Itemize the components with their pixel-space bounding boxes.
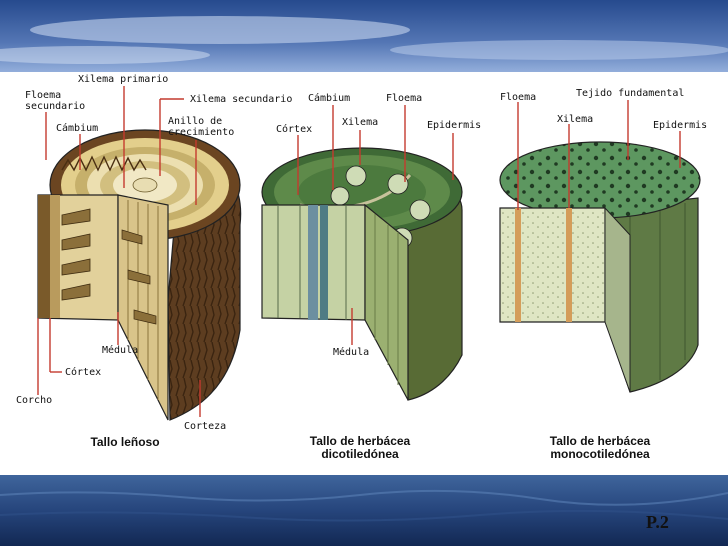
caption-monocot: Tallo de herbácea monocotiledónea <box>530 435 670 461</box>
dicot-stem-drawing <box>261 147 463 401</box>
label-xilema-secundario: Xilema secundario <box>190 94 293 105</box>
label-floema-secundario: Floema secundario <box>25 90 85 112</box>
monocot-stem-drawing <box>499 141 701 393</box>
label-anillo-crecimiento: Anillo de crecimiento <box>168 116 234 138</box>
label-floema-mono: Floema <box>500 92 537 103</box>
label-medula-dicot: Médula <box>333 347 370 358</box>
page-number: P.2 <box>646 512 669 532</box>
label-floema-secundario-text: Floema secundario <box>25 90 86 112</box>
label-tejido-fundamental: Tejido fundamental <box>576 88 685 99</box>
dicot-leader-lines <box>297 105 454 345</box>
caption-monocot-text: Tallo de herbácea monocotiledónea <box>549 434 651 461</box>
label-epidermis-mono: Epidermis <box>653 120 708 131</box>
label-corteza: Corteza <box>184 421 227 432</box>
label-cambium-dicot: Cámbium <box>308 93 351 104</box>
woody-stem-drawing <box>37 129 242 421</box>
label-corcho: Corcho <box>16 395 53 406</box>
label-anillo-text: Anillo de crecimiento <box>168 116 235 138</box>
woody-leader-lines <box>37 86 201 417</box>
label-cambium-woody: Cámbium <box>56 123 99 134</box>
caption-woody: Tallo leñoso <box>90 435 160 449</box>
sky-background <box>0 0 728 72</box>
label-medula-woody: Médula <box>102 345 139 356</box>
monocot-leader-lines <box>517 100 681 210</box>
label-cortex-dicot: Córtex <box>276 124 313 135</box>
sea-background <box>0 475 728 546</box>
caption-dicot: Tallo de herbácea dicotiledónea <box>290 435 430 461</box>
label-epidermis-dicot: Epidermis <box>427 120 482 131</box>
caption-dicot-text: Tallo de herbácea dicotiledónea <box>309 434 411 461</box>
label-xilema-dicot: Xilema <box>342 117 379 128</box>
label-floema-dicot: Floema <box>386 93 423 104</box>
label-xilema-primario: Xilema primario <box>78 74 169 85</box>
label-cortex-woody: Córtex <box>65 367 102 378</box>
label-xilema-mono: Xilema <box>557 114 594 125</box>
